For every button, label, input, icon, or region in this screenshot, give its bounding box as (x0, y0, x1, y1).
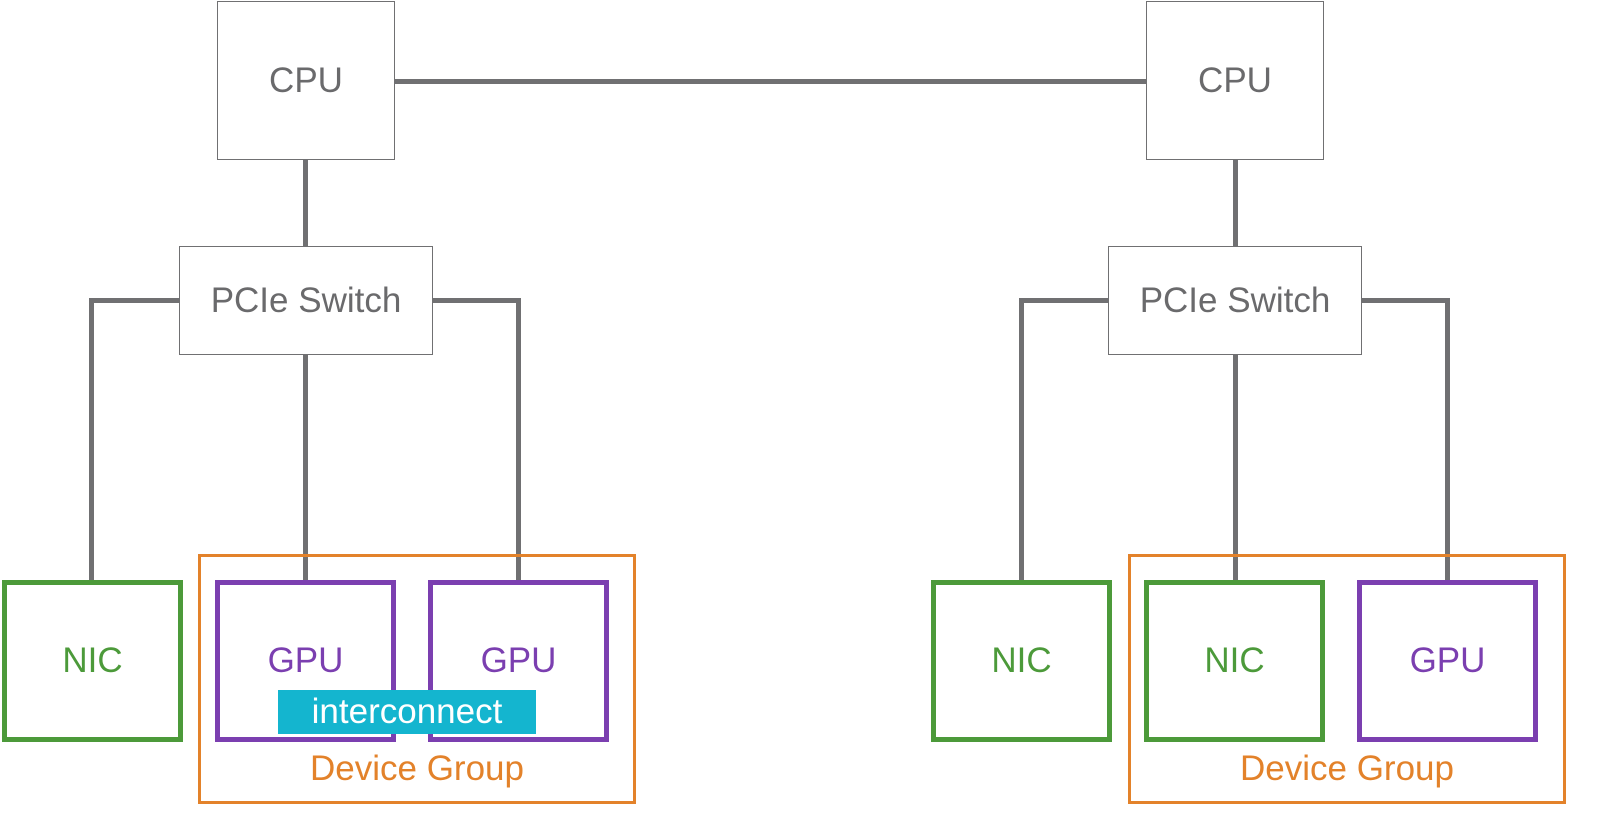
left-pcie-switch-box: PCIe Switch (179, 246, 433, 355)
left-switch-to-gpu-b-link-vertical (516, 298, 521, 582)
gpu-interconnect-badge: interconnect (278, 690, 536, 734)
right-switch-to-nic-a-link-vertical (1019, 298, 1024, 582)
right-cpu-to-switch-link (1233, 159, 1238, 247)
left-cpu-to-switch-link (303, 159, 308, 247)
left-device-group: Device Group (198, 554, 636, 804)
left-switch-to-gpu-b-link (432, 298, 521, 303)
left-pcie-switch-label: PCIe Switch (210, 280, 402, 320)
right-device-group-label: Device Group (1240, 749, 1454, 788)
right-nic-a-label: NIC (991, 641, 1052, 680)
right-switch-to-nic-a-link (1019, 298, 1109, 303)
right-switch-to-gpu-link (1361, 298, 1450, 303)
right-device-group: Device Group (1128, 554, 1566, 804)
left-switch-to-nic-link-vertical (89, 298, 94, 582)
right-pcie-switch-box: PCIe Switch (1108, 246, 1362, 355)
right-gpu-label: GPU (1409, 641, 1486, 680)
right-nic-b-label: NIC (1204, 641, 1265, 680)
left-nic-label: NIC (62, 641, 123, 680)
interconnect-label: interconnect (311, 692, 503, 731)
left-nic-box: NIC (2, 580, 183, 742)
right-cpu-box: CPU (1146, 1, 1324, 160)
right-gpu-box: GPU (1357, 580, 1538, 742)
right-switch-to-gpu-link-vertical (1445, 298, 1450, 582)
right-switch-to-nic-b-link (1233, 354, 1238, 582)
right-cpu-label: CPU (1198, 60, 1272, 100)
left-gpu-b-label: GPU (480, 641, 557, 680)
left-device-group-label: Device Group (310, 749, 524, 788)
right-pcie-switch-label: PCIe Switch (1139, 280, 1331, 320)
left-cpu-label: CPU (269, 60, 343, 100)
right-nic-b-box: NIC (1144, 580, 1325, 742)
right-nic-a-box: NIC (931, 580, 1112, 742)
left-switch-to-gpu-a-link (303, 354, 308, 582)
left-cpu-box: CPU (217, 1, 395, 160)
left-switch-to-nic-link (89, 298, 180, 303)
cpu-to-cpu-link (394, 79, 1147, 84)
left-gpu-a-label: GPU (267, 641, 344, 680)
